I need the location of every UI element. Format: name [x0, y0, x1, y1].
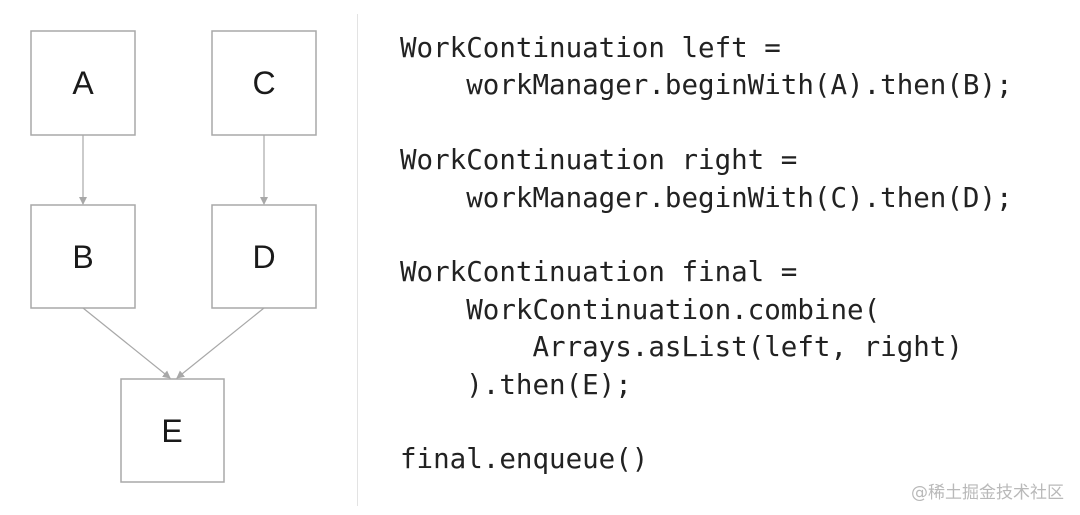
- node-d-label: D: [252, 239, 275, 275]
- code-line: [400, 404, 1013, 441]
- code-line: [400, 217, 1013, 254]
- node-c: C: [211, 30, 317, 136]
- node-c-label: C: [252, 65, 275, 101]
- code-line: WorkContinuation right =: [400, 144, 798, 177]
- node-d: D: [211, 204, 317, 309]
- edge-b-to-e: [82, 307, 171, 379]
- vertical-divider: [357, 14, 358, 506]
- node-b-label: B: [72, 239, 93, 275]
- code-line: WorkContinuation final =: [400, 256, 798, 289]
- watermark: @稀土掘金技术社区: [911, 483, 1064, 503]
- node-a: A: [30, 30, 136, 136]
- code-line: workManager.beginWith(C).then(D);: [400, 181, 1013, 214]
- code-line: WorkContinuation left =: [400, 32, 781, 64]
- dependency-diagram: A C B D E: [30, 30, 317, 483]
- edge-d-to-e: [176, 307, 265, 379]
- node-e-label: E: [161, 413, 182, 449]
- code-line: workManager.beginWith(A).then(B);: [400, 69, 1013, 102]
- node-b: B: [30, 204, 136, 309]
- node-a-label: A: [72, 65, 94, 101]
- code-line: Arrays.asList(left, right): [400, 331, 963, 364]
- code-line: final.enqueue(): [400, 443, 649, 476]
- code-block: WorkContinuation left = workManager.begi…: [400, 30, 1013, 479]
- code-line: ).then(E);: [400, 368, 632, 401]
- code-line: [400, 105, 1013, 142]
- node-e: E: [120, 378, 225, 483]
- code-line: WorkContinuation.combine(: [400, 293, 881, 326]
